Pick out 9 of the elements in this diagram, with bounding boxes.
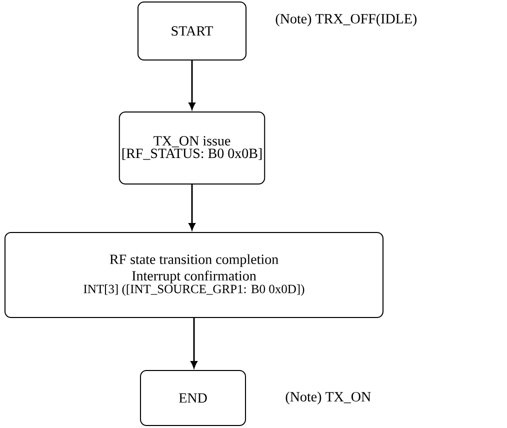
note-text: (Note) TX_ON <box>286 392 371 404</box>
arrow <box>188 60 196 110</box>
process-box: TX_ON issue [RF_STATUS: B0 0x0B] <box>118 112 266 184</box>
arrow <box>188 184 196 230</box>
note-text: (Note) TRX_OFF(IDLE) <box>276 14 416 26</box>
process-box: RF state transition completion Interrupt confirmation INT[3] ([INT_SOURCE_GRP1: B0 0x0D]) <box>4 232 384 318</box>
process-box: END <box>140 370 246 426</box>
process-box: START <box>138 2 246 60</box>
arrow <box>190 318 198 368</box>
